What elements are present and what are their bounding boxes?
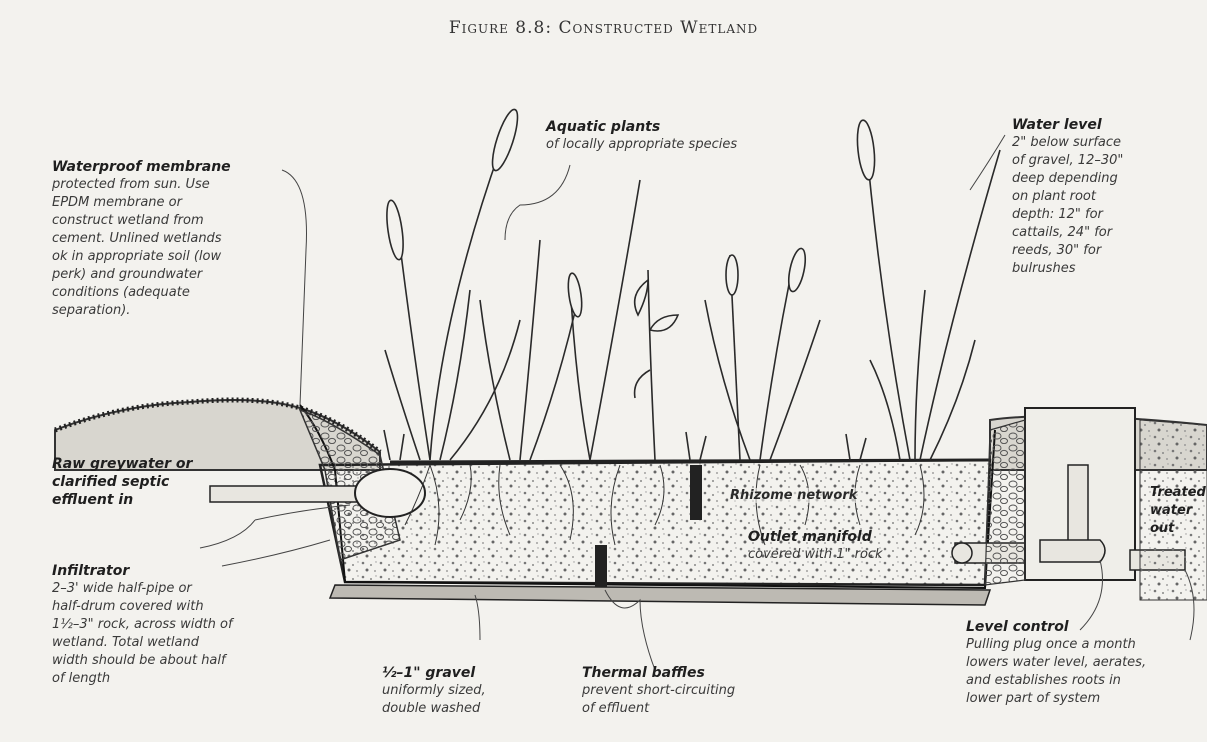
label-water-level: Water level 2" below surface of gravel, …	[1012, 116, 1187, 278]
inlet-pipe	[210, 486, 360, 502]
label-infiltrator-body: 2–3' wide half-pipe or half-drum covered…	[52, 580, 312, 688]
label-treated: Treated water out	[1150, 484, 1206, 538]
label-outlet-body: covered with 1" rock	[748, 546, 958, 564]
label-membrane-body: protected from sun. Use EPDM membrane or…	[52, 176, 302, 320]
label-outlet-heading: Outlet manifold	[748, 528, 958, 546]
label-membrane-heading: Waterproof membrane	[52, 158, 302, 176]
label-level-heading: Level control	[966, 618, 1201, 636]
stone-wall-right	[985, 420, 1025, 585]
basin-surface	[390, 460, 990, 462]
label-baffles-body: prevent short-circuiting of effluent	[582, 682, 812, 718]
wetland-basin	[320, 460, 990, 585]
label-outlet: Outlet manifold covered with 1" rock	[748, 528, 958, 564]
label-rhizome: Rhizome network	[728, 488, 859, 503]
infiltrator	[355, 469, 425, 517]
label-gravel: ½–1" gravel uniformly sized, double wash…	[382, 664, 552, 718]
label-membrane: Waterproof membrane protected from sun. …	[52, 158, 302, 320]
thermal-baffle-2	[690, 465, 702, 520]
aquatic-plants	[384, 107, 1000, 460]
label-baffles: Thermal baffles prevent short-circuiting…	[582, 664, 812, 718]
label-gravel-heading: ½–1" gravel	[382, 664, 552, 682]
label-aquatic-body: of locally appropriate species	[546, 136, 816, 154]
label-baffles-heading: Thermal baffles	[582, 664, 812, 682]
thermal-baffle-1	[595, 545, 607, 587]
label-treated-heading: Treated water out	[1150, 484, 1206, 538]
label-greywater-heading: Raw greywater or clarified septic efflue…	[52, 455, 232, 509]
label-infiltrator-heading: Infiltrator	[52, 562, 312, 580]
label-infiltrator: Infiltrator 2–3' wide half-pipe or half-…	[52, 562, 312, 688]
label-water-level-body: 2" below surface of gravel, 12–30" deep …	[1012, 134, 1187, 278]
standpipe	[1068, 465, 1088, 545]
elbow	[1040, 540, 1105, 562]
label-aquatic: Aquatic plants of locally appropriate sp…	[546, 118, 816, 154]
label-greywater: Raw greywater or clarified septic efflue…	[52, 455, 232, 509]
label-gravel-body: uniformly sized, double washed	[382, 682, 552, 718]
label-level-body: Pulling plug once a month lowers water l…	[966, 636, 1201, 708]
label-water-level-heading: Water level	[1012, 116, 1187, 134]
label-aquatic-heading: Aquatic plants	[546, 118, 816, 136]
figure-title: Figure 8.8: Constructed Wetland	[0, 18, 1207, 38]
label-level-control: Level control Pulling plug once a month …	[966, 618, 1201, 708]
